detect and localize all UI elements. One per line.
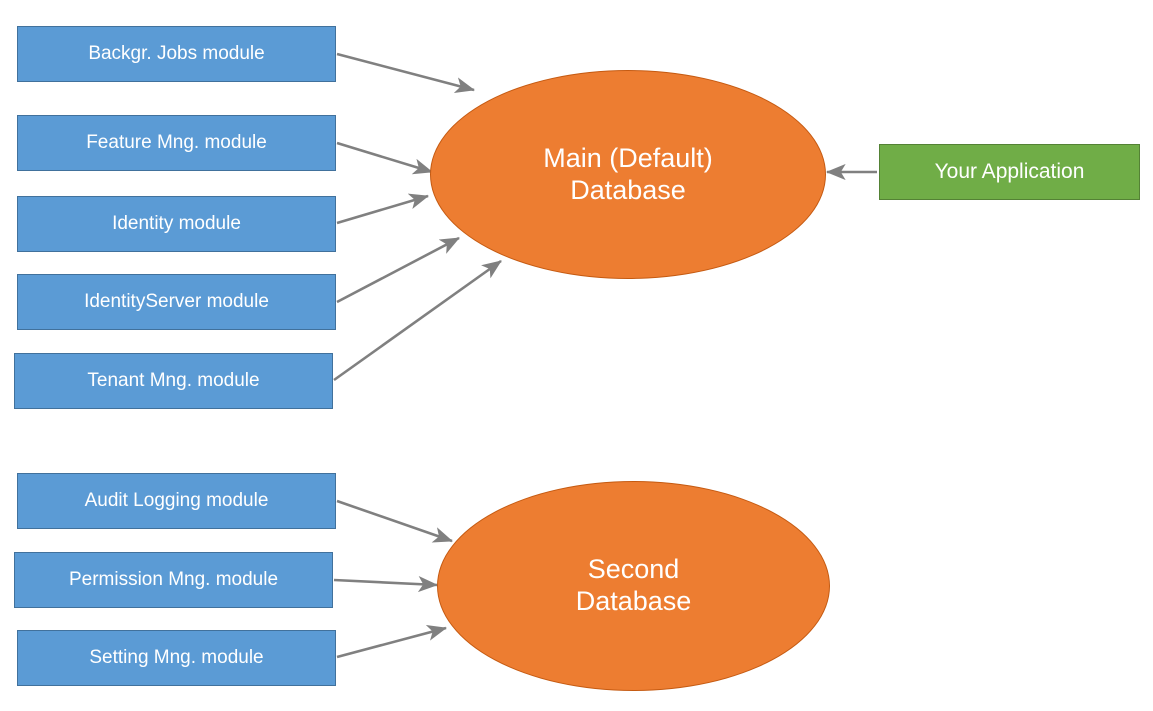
module-node-setting-mng[interactable]: Setting Mng. module bbox=[17, 630, 336, 686]
connector-identity-to-main bbox=[336, 193, 429, 225]
connector-permission-mng-to-second bbox=[333, 576, 439, 593]
connector-identityserver-to-main bbox=[336, 236, 460, 304]
module-node-backgr-jobs[interactable]: Backgr. Jobs module bbox=[17, 26, 336, 82]
module-label: Audit Logging module bbox=[84, 489, 269, 511]
module-label: Tenant Mng. module bbox=[87, 369, 260, 391]
main-database-label: Main (Default) Database bbox=[543, 142, 713, 205]
main-database-node[interactable]: Main (Default) Database bbox=[430, 70, 826, 279]
module-label: Identity module bbox=[112, 212, 241, 234]
connector-tenant-mng-to-main bbox=[333, 259, 502, 382]
module-label: IdentityServer module bbox=[84, 290, 269, 312]
module-label: Feature Mng. module bbox=[86, 131, 267, 153]
application-label: Your Application bbox=[934, 159, 1085, 183]
application-node[interactable]: Your Application bbox=[879, 144, 1140, 200]
module-node-feature-mng[interactable]: Feature Mng. module bbox=[17, 115, 336, 171]
connector-audit-logging-to-second bbox=[336, 499, 453, 543]
connector-backgr-jobs-to-main bbox=[336, 52, 476, 94]
module-label: Backgr. Jobs module bbox=[88, 42, 265, 64]
module-label: Setting Mng. module bbox=[89, 646, 264, 668]
connector-setting-mng-to-second bbox=[336, 625, 448, 659]
module-node-identity[interactable]: Identity module bbox=[17, 196, 336, 252]
second-database-label: Second Database bbox=[575, 554, 692, 616]
module-node-permission-mng[interactable]: Permission Mng. module bbox=[14, 552, 333, 608]
module-node-audit-logging[interactable]: Audit Logging module bbox=[17, 473, 336, 529]
module-node-identityserver[interactable]: IdentityServer module bbox=[17, 274, 336, 330]
module-node-tenant-mng[interactable]: Tenant Mng. module bbox=[14, 353, 333, 409]
second-database-node[interactable]: Second Database bbox=[437, 481, 830, 691]
connector-feature-mng-to-main bbox=[336, 141, 433, 175]
module-label: Permission Mng. module bbox=[68, 568, 279, 590]
